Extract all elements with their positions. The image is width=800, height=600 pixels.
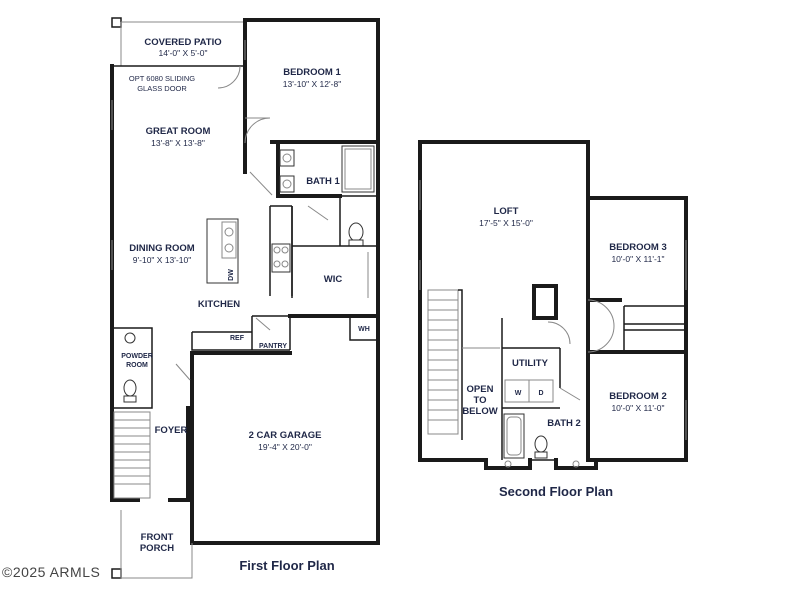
- sink-icon: [124, 332, 136, 344]
- dining-room-dim: 9'-10" X 13'-10": [133, 255, 191, 265]
- patio-outline: [120, 21, 245, 66]
- porch-corner-post: [111, 568, 122, 579]
- open-to-below-rail: [458, 289, 463, 440]
- open-to-below-label-3: BELOW: [462, 406, 497, 417]
- closet-shelving: [623, 305, 686, 352]
- second-floor-title: Second Floor Plan: [499, 484, 613, 499]
- ref-label: REF: [230, 335, 245, 342]
- powder-room-label-1: POWDER: [121, 353, 153, 360]
- stairs: [113, 411, 151, 499]
- covered-patio-dim: 14'-0" X 5'-0": [159, 48, 208, 58]
- shower-icon: [341, 145, 375, 193]
- wic-label: WIC: [324, 274, 343, 285]
- garage-label: 2 CAR GARAGE: [249, 430, 322, 441]
- bedroom3-dim: 10'-0" X 11'-1": [611, 254, 664, 264]
- pantry-label: PANTRY: [259, 343, 287, 350]
- toilet-icon: [123, 379, 137, 397]
- bedroom2-west-wall: [586, 298, 622, 462]
- powder-door-swing: [175, 363, 191, 381]
- kitchen-label: KITCHEN: [198, 299, 240, 310]
- foyer-wall: [168, 406, 190, 502]
- sliding-door-label-1: OPT 6080 SLIDING: [129, 74, 195, 83]
- powder-room-wall: [112, 327, 153, 409]
- bath1-label: BATH 1: [306, 176, 340, 187]
- loft-dim: 17'-5" X 15'-0": [479, 218, 533, 228]
- sink-icon: [504, 460, 512, 468]
- dining-room-label: DINING ROOM: [129, 243, 195, 254]
- foyer-label: FOYER: [155, 425, 188, 436]
- bath-door-swing: [249, 171, 273, 196]
- second-floor-labels: LOFT 17'-5" X 15'-0" BEDROOM 3 10'-0" X …: [462, 206, 666, 499]
- bedroom1-dim: 13'-10" X 12'-8": [283, 79, 341, 89]
- sink-icon: [572, 460, 580, 468]
- wic-door-swing: [307, 205, 329, 221]
- toilet-icon: [534, 435, 548, 453]
- wh-label: WH: [358, 326, 370, 333]
- open-to-below-label-1: OPEN: [467, 384, 494, 395]
- great-room-label: GREAT ROOM: [146, 126, 211, 137]
- sink-icon: [224, 227, 234, 237]
- front-porch-label-2: PORCH: [140, 543, 174, 554]
- bath1-wall: [276, 140, 342, 198]
- first-floor-labels: COVERED PATIO 14'-0" X 5'-0" BEDROOM 1 1…: [121, 37, 370, 573]
- second-floor-exterior-wall: [418, 140, 688, 462]
- bedroom1-label: BEDROOM 1: [283, 67, 341, 78]
- chase: [532, 284, 558, 320]
- covered-patio-label: COVERED PATIO: [144, 37, 221, 48]
- watermark: ©2025 ARMLS: [2, 564, 101, 580]
- kitchen-counter: [269, 205, 293, 296]
- stairs: [427, 289, 459, 435]
- front-porch-outline: [120, 510, 193, 579]
- garage-dim: 19'-4" X 20'-0": [258, 442, 312, 452]
- bath2-door-swing: [559, 387, 581, 401]
- water-heater-closet: [349, 316, 378, 341]
- exterior-wall-east: [190, 18, 380, 545]
- sliding-door-swing: [217, 65, 241, 89]
- loft-label: LOFT: [494, 206, 519, 217]
- open-to-below-label-2: TO: [473, 395, 486, 406]
- bedroom2-label: BEDROOM 2: [609, 391, 667, 402]
- sink-icon: [279, 175, 295, 193]
- toilet-room-wall: [339, 195, 378, 246]
- utility-door-swing: [547, 321, 571, 345]
- washer-label: W: [515, 390, 522, 397]
- bath2-label: BATH 2: [547, 418, 581, 429]
- bedroom3-label: BEDROOM 3: [609, 242, 667, 253]
- stove-icon: [271, 243, 291, 273]
- patio-corner-post: [111, 17, 122, 28]
- toilet-icon: [348, 222, 364, 242]
- second-floor-plan: [418, 140, 688, 470]
- first-floor-title: First Floor Plan: [239, 558, 334, 573]
- utility-wall: [501, 318, 561, 460]
- dryer-label: D: [538, 390, 543, 397]
- sink-icon: [279, 149, 295, 167]
- powder-room-label-2: ROOM: [126, 362, 148, 369]
- tub-icon: [503, 413, 525, 459]
- bedroom3-door-swing: [587, 299, 615, 327]
- exterior-wall-west: [110, 64, 140, 502]
- bedroom1-door-swing: [244, 117, 271, 144]
- sliding-door-label-2: GLASS DOOR: [137, 84, 187, 93]
- front-porch-label-1: FRONT: [141, 532, 174, 543]
- bath2-sink-bump: [484, 458, 598, 470]
- utility-label: UTILITY: [512, 358, 549, 369]
- first-floor-plan: [110, 17, 380, 579]
- great-room-dim: 13'-8" X 13'-8": [151, 138, 205, 148]
- bedroom2-door-swing: [587, 325, 615, 353]
- dw-label: DW: [228, 269, 235, 281]
- bedroom2-dim: 10'-0" X 11'-0": [611, 403, 664, 413]
